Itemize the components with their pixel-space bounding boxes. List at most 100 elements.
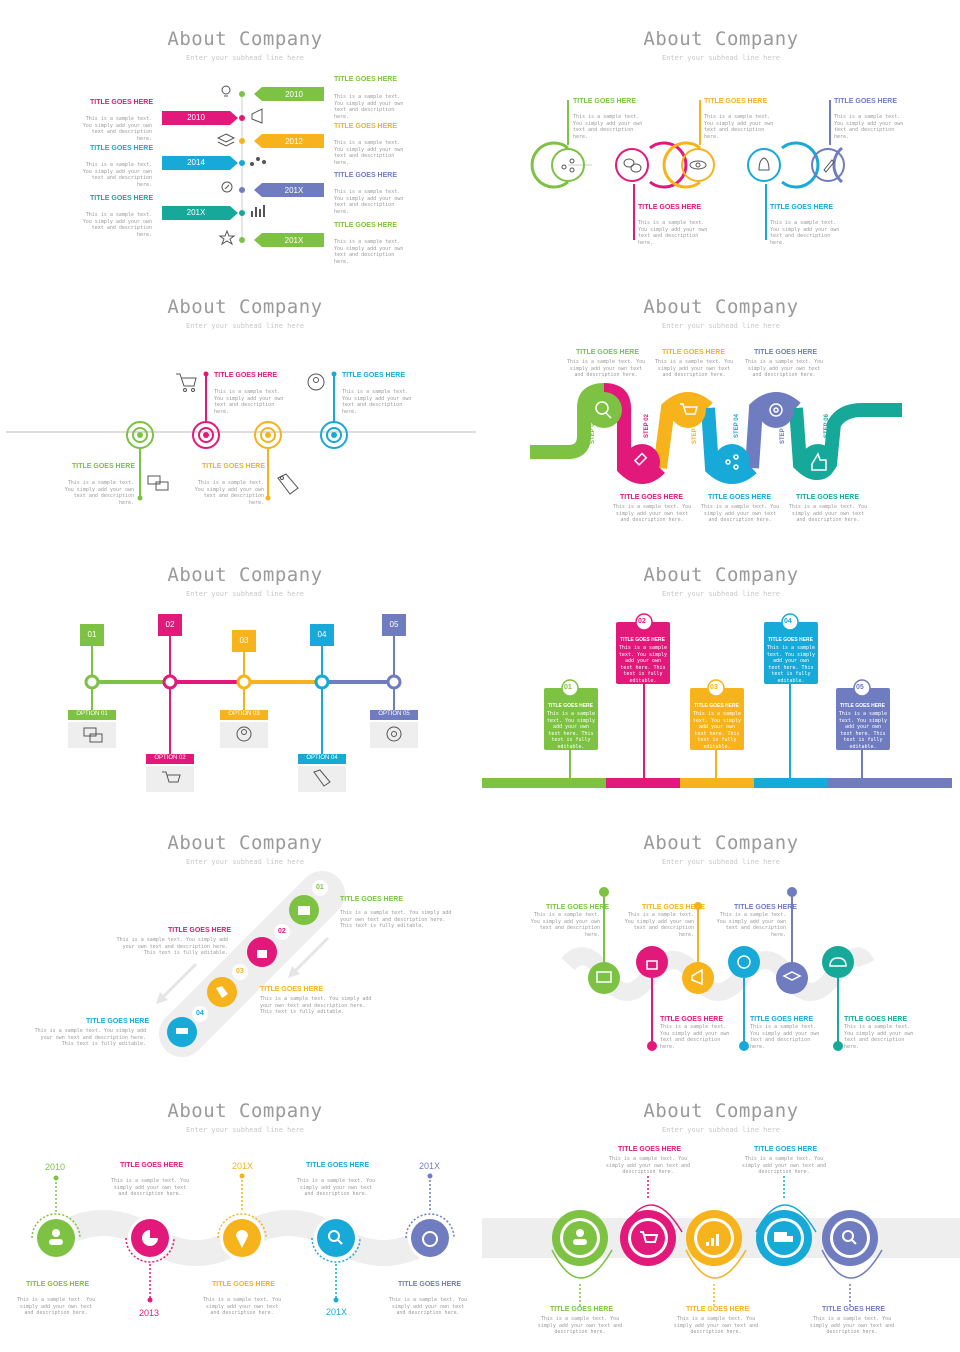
- item-desc: This is a sample text. You simply add yo…: [546, 711, 596, 750]
- slide-3-target-timeline: About Company Enter your subhead line he…: [6, 268, 484, 534]
- megaphone-icon: [682, 962, 714, 994]
- item-desc: This is a sample text. You simply add yo…: [605, 1156, 691, 1175]
- option-label: OPTION 04: [306, 755, 338, 761]
- item-title: TITLE GOES HERE: [768, 637, 814, 643]
- item-title: TITLE GOES HERE: [642, 904, 706, 911]
- step-number: 05: [856, 684, 864, 691]
- step-number: 01: [87, 630, 97, 639]
- slide-subhead: Enter your subhead line here: [185, 590, 304, 598]
- option-label: OPTION 03: [228, 711, 260, 717]
- option-label: OPTION 02: [154, 755, 186, 761]
- item-title: TITLE GOES HERE: [398, 1281, 462, 1288]
- item-title: TITLE GOES HERE: [212, 1281, 276, 1288]
- slide-heading: About Company: [167, 296, 323, 318]
- step-number: 05: [389, 620, 399, 629]
- item-desc: This is a sample text. You simply add yo…: [809, 1316, 895, 1335]
- item-title: TITLE GOES HERE: [334, 76, 398, 83]
- item-title: TITLE GOES HERE: [26, 1281, 90, 1288]
- slide-3-graphic: [6, 371, 476, 501]
- layers-icon: [216, 133, 236, 147]
- eye-icon: [681, 148, 715, 182]
- item-desc: This is a sample text. You simply add yo…: [750, 1024, 820, 1050]
- item-desc: This is a sample text. You simply add yo…: [844, 1024, 914, 1050]
- item-desc: This is a sample text. You simply add yo…: [673, 1316, 759, 1335]
- cart-icon: [176, 373, 197, 392]
- item-desc: This is a sample text. You simply add yo…: [260, 996, 372, 1015]
- slide-heading: About Company: [167, 564, 323, 586]
- item-desc: This is a sample text. You simply add yo…: [788, 504, 868, 523]
- item-title: TITLE GOES HERE: [72, 463, 136, 470]
- compass-icon: [221, 181, 233, 193]
- slide-subhead: Enter your subhead line here: [185, 54, 304, 62]
- year-label: 2012: [285, 137, 303, 146]
- step-label: STEP 06: [824, 414, 830, 438]
- slide-subhead: Enter your subhead line here: [661, 590, 780, 598]
- item-desc: This is a sample text. You simply add yo…: [82, 212, 152, 238]
- right-arrow-201x-1: [254, 183, 324, 197]
- item-title: TITLE GOES HERE: [546, 904, 610, 911]
- slide-10-graphic: [482, 1176, 960, 1308]
- item-title: TITLE GOES HERE: [260, 986, 324, 993]
- item-desc: This is a sample text. You simply add yo…: [654, 359, 734, 378]
- step-number: 03: [710, 684, 718, 691]
- item-desc: This is a sample text. You simply add yo…: [334, 94, 404, 120]
- left-arrow-2014: [162, 156, 238, 170]
- rocket-icon: [811, 148, 845, 182]
- step-number: 03: [236, 968, 244, 975]
- slide-6-graphic: [482, 613, 952, 788]
- share-icon: [714, 444, 750, 480]
- item-desc: This is a sample text. You simply add yo…: [388, 1297, 468, 1316]
- left-arrow-2010: [162, 111, 238, 125]
- step-number: 02: [165, 620, 175, 629]
- item-desc: This is a sample text. You simply add yo…: [741, 1156, 827, 1175]
- item-title: TITLE GOES HERE: [618, 1146, 682, 1153]
- megaphone-icon: [251, 108, 263, 124]
- item-desc: This is a sample text. You simply add yo…: [692, 711, 742, 750]
- step-number: 04: [784, 618, 792, 625]
- slide-1-year-arrows: About Company Enter your subhead line he…: [6, 0, 484, 266]
- item-desc: This is a sample text. You simply add yo…: [618, 645, 668, 684]
- item-title: TITLE GOES HERE: [620, 494, 684, 501]
- slide-9-graphic: [31, 1173, 455, 1303]
- step-number: 01: [316, 884, 324, 891]
- item-title: TITLE GOES HERE: [90, 99, 154, 106]
- item-desc: This is a sample text. You simply add yo…: [16, 1297, 96, 1316]
- item-desc: This is a sample text. You simply add yo…: [34, 1028, 146, 1047]
- slide-heading: About Company: [643, 28, 799, 50]
- step-label: STEP 04: [734, 414, 740, 438]
- item-title: TITLE GOES HERE: [334, 222, 398, 229]
- item-title: TITLE GOES HERE: [844, 1016, 908, 1023]
- slide-10-ring-arcs: About Company Enter your subhead line he…: [482, 1072, 960, 1338]
- cart-icon: [162, 771, 181, 783]
- lightbulb-icon: [221, 85, 231, 97]
- item-title: TITLE GOES HERE: [120, 1162, 184, 1169]
- item-desc: This is a sample text. You simply add yo…: [838, 711, 888, 750]
- step-label: STEP 01: [590, 420, 596, 444]
- item-desc: This is a sample text. You simply add yo…: [566, 359, 646, 378]
- cart-icon: [670, 392, 706, 428]
- item-desc: This is a sample text. You simply add yo…: [64, 480, 134, 506]
- slide-subhead: Enter your subhead line here: [661, 1126, 780, 1134]
- lock-icon: [636, 946, 668, 978]
- slide-4-graphic: [530, 383, 902, 484]
- slide-4-winding-road: About Company Enter your subhead line he…: [482, 268, 960, 534]
- item-desc: This is a sample text. You simply add yo…: [716, 912, 786, 938]
- slide-6-sign-posts: About Company Enter your subhead line he…: [482, 536, 960, 802]
- item-desc: This is a sample text. You simply add yo…: [202, 1297, 282, 1316]
- item-desc: This is a sample text. You simply add yo…: [530, 912, 600, 938]
- item-title: TITLE GOES HERE: [686, 1306, 750, 1313]
- network-icon: [250, 157, 266, 166]
- step-number: 02: [638, 618, 646, 625]
- user-icon: [37, 1219, 75, 1257]
- user-circle-icon: [236, 726, 252, 742]
- year-label: 201X: [232, 1161, 254, 1171]
- year-label: 2010: [285, 90, 303, 99]
- step-label: STEP 02: [644, 414, 650, 438]
- slide-subhead: Enter your subhead line here: [185, 322, 304, 330]
- item-title: TITLE GOES HERE: [694, 703, 740, 709]
- step-number: 03: [239, 636, 249, 645]
- step-number: 04: [196, 1010, 204, 1017]
- option-label: OPTION 01: [76, 711, 108, 717]
- item-title: TITLE GOES HERE: [638, 204, 702, 211]
- alarm-clock-icon: [411, 1219, 449, 1257]
